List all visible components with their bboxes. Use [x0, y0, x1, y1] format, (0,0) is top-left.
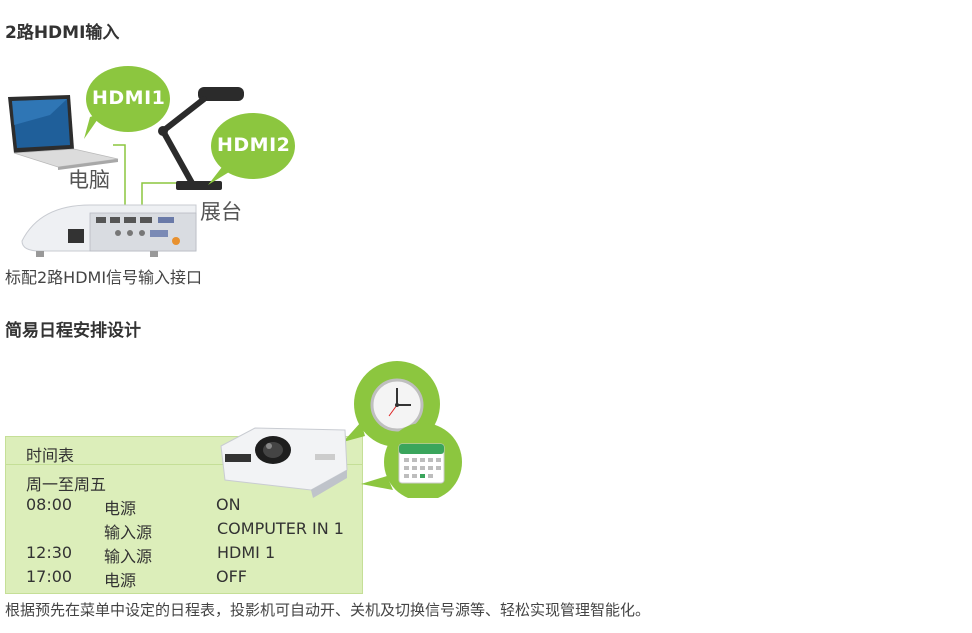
schedule-value: ON: [216, 495, 241, 514]
calendar-icon: [398, 443, 445, 484]
schedule-item: 输入源: [104, 547, 153, 566]
schedule-illustration: [220, 361, 462, 498]
schedule-day-range: 周一至周五: [26, 475, 107, 494]
schedule-time: 12:30: [26, 543, 73, 562]
schedule-time: 08:00: [26, 495, 73, 514]
document-camera-label: 展台: [200, 200, 242, 224]
projector-front-icon: [220, 427, 348, 498]
schedule-caption: 根据预先在菜单中设定的日程表，投影机可自动开、关机及切换信号源等、轻松实现管理智…: [5, 601, 651, 619]
schedule-time: 17:00: [26, 567, 73, 586]
laptop-icon: [8, 95, 119, 170]
laptop-label: 电脑: [68, 168, 110, 192]
schedule-title: 时间表: [26, 446, 75, 465]
section-heading-schedule: 简易日程安排设计: [5, 321, 141, 341]
clock-icon: [370, 378, 424, 432]
schedule-value: HDMI 1: [217, 543, 276, 562]
projector-rear-icon: [21, 204, 197, 257]
schedule-title-row: 时间表: [6, 437, 362, 465]
hdmi-caption: 标配2路HDMI信号输入接口: [5, 268, 203, 287]
hdmi2-bubble-icon: [208, 113, 295, 185]
schedule-value: COMPUTER IN 1: [217, 519, 344, 538]
schedule-value: OFF: [216, 567, 247, 586]
schedule-item: 电源: [104, 499, 137, 518]
hdmi2-label: HDMI2: [217, 134, 291, 156]
hdmi1-label: HDMI1: [92, 87, 166, 109]
schedule-item: 电源: [104, 571, 137, 590]
hdmi-illustration: [8, 66, 295, 257]
schedule-item: 输入源: [104, 523, 153, 542]
connector-line-hdmi1: [113, 144, 126, 217]
section-heading-hdmi: 2路HDMI输入: [5, 23, 120, 43]
document-camera-icon: [158, 87, 244, 190]
hdmi1-bubble-icon: [84, 66, 170, 139]
